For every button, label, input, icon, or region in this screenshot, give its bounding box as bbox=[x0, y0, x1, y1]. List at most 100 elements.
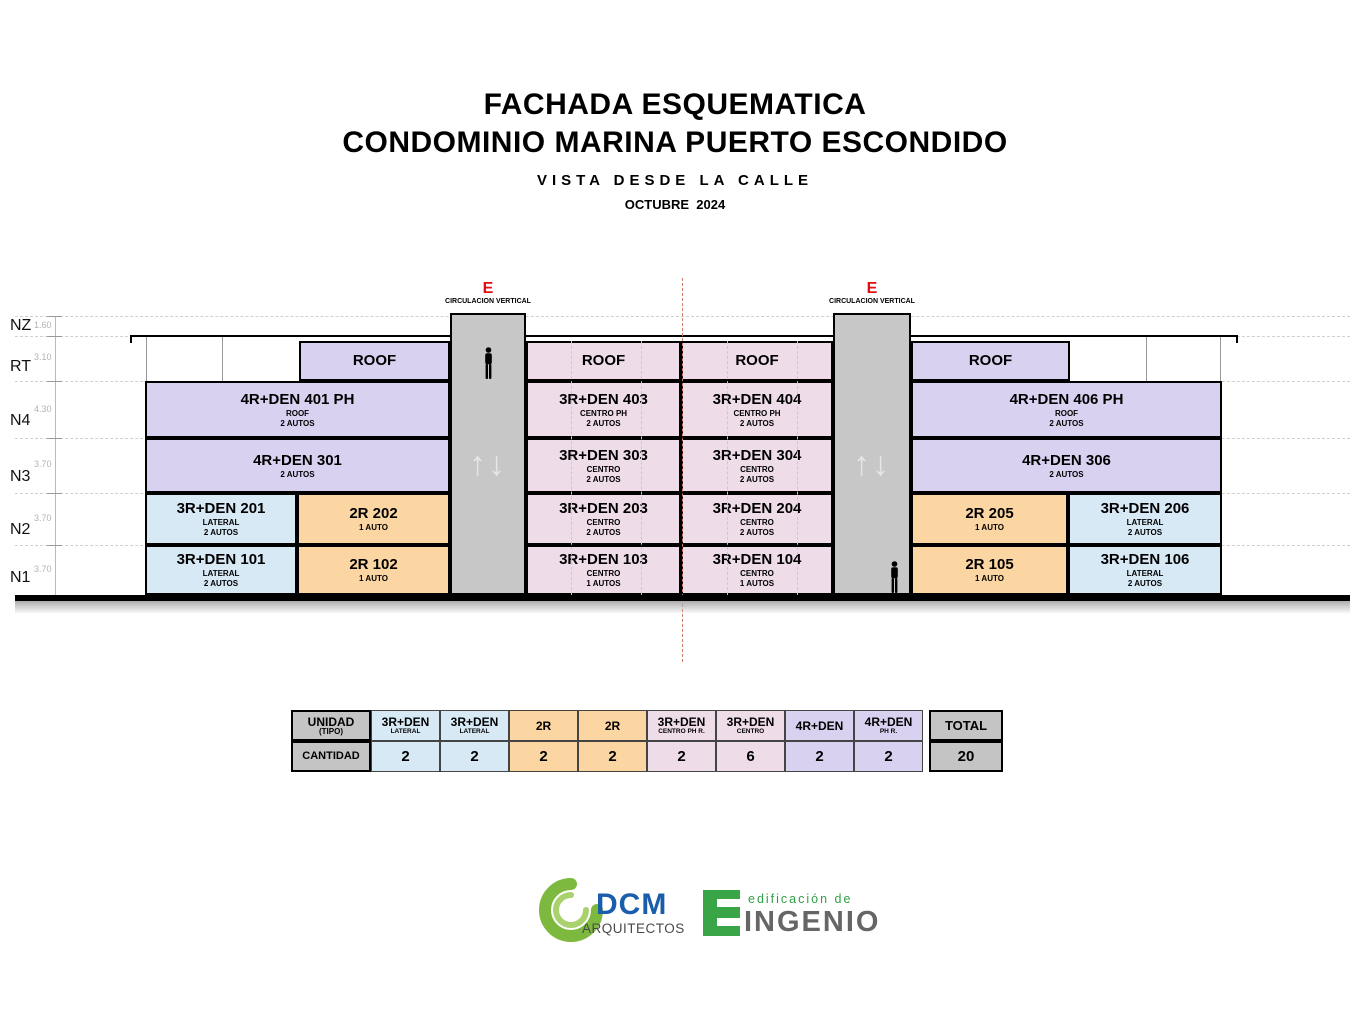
tower-2-head: E CIRCULACION VERTICAL bbox=[814, 281, 930, 306]
slab-end-tick bbox=[130, 335, 132, 343]
dcm-name: DCM bbox=[596, 888, 668, 921]
unit-name: 3R+DEN 304 bbox=[712, 446, 802, 464]
unit-sub: CENTRO bbox=[586, 464, 621, 474]
unit-sub: LATERAL bbox=[202, 569, 240, 578]
table-header-main: UNIDAD bbox=[307, 714, 355, 729]
unit-sub: 2 AUTOS bbox=[1127, 579, 1163, 588]
table-col-header-8: 4R+DEN PH R. bbox=[854, 710, 923, 741]
axis-tick bbox=[47, 336, 62, 337]
dimension-axis bbox=[55, 316, 56, 595]
unit-201: 3R+DEN 201 LATERAL 2 AUTOS bbox=[145, 493, 297, 545]
unit-sub: 2 AUTOS bbox=[739, 474, 775, 484]
roof-post bbox=[146, 337, 147, 381]
roof-post bbox=[1220, 337, 1221, 381]
ingenio-e-icon bbox=[703, 890, 740, 936]
table-col-header-4: 2R bbox=[578, 710, 647, 741]
unit-name: 3R+DEN 204 bbox=[712, 500, 802, 517]
table-col-header-6: 3R+DEN CENTRO bbox=[716, 710, 785, 741]
unit-sub: 2 AUTOS bbox=[586, 528, 621, 537]
unit-sub: 2 AUTOS bbox=[280, 418, 315, 428]
level-dim-n2: 3.70 bbox=[34, 513, 52, 523]
person-icon bbox=[891, 561, 898, 593]
unit-306: 4R+DEN 306 2 AUTOS bbox=[911, 438, 1222, 493]
elevator-label: E bbox=[482, 280, 494, 297]
level-dim-rt: 3.10 bbox=[34, 352, 52, 362]
unit-sub: CENTRO bbox=[586, 569, 621, 578]
unit-name: 4R+DEN 401 PH bbox=[240, 390, 355, 408]
unit-101: 3R+DEN 101 LATERAL 2 AUTOS bbox=[145, 545, 297, 595]
unit-name: 2R 202 bbox=[349, 505, 398, 522]
unit-301: 4R+DEN 301 2 AUTOS bbox=[145, 438, 450, 493]
roof-label: ROOF bbox=[735, 352, 779, 369]
slab-end-tick bbox=[1236, 335, 1238, 343]
level-line-nz bbox=[15, 316, 1350, 317]
table-header-total: TOTAL bbox=[929, 710, 1003, 741]
unit-sub: 2 AUTOS bbox=[1049, 469, 1084, 479]
unit-name: 3R+DEN 201 bbox=[176, 500, 266, 517]
col-main: 3R+DEN bbox=[381, 714, 430, 729]
unit-sub: 2 AUTOS bbox=[586, 418, 621, 428]
unit-name: 4R+DEN 406 PH bbox=[1009, 390, 1124, 408]
roof-center-right: ROOF bbox=[681, 341, 833, 381]
unit-sub: 2 AUTOS bbox=[1049, 418, 1084, 428]
unit-sub: ROOF bbox=[1054, 408, 1079, 418]
level-dim-n4: 4.30 bbox=[34, 404, 52, 414]
unit-104: 3R+DEN 104 CENTRO 1 AUTOS bbox=[681, 545, 833, 595]
unit-203: 3R+DEN 203 CENTRO 2 AUTOS bbox=[526, 493, 681, 545]
page-title: FACHADA ESQUEMATICA bbox=[483, 88, 867, 121]
roof-label: ROOF bbox=[968, 352, 1013, 369]
unit-sub: 2 AUTOS bbox=[203, 528, 239, 537]
axis-tick bbox=[47, 493, 62, 494]
unit-sub: 1 AUTOS bbox=[586, 579, 621, 588]
table-qty-6: 6 bbox=[716, 741, 785, 772]
unit-sub: 1 AUTO bbox=[359, 523, 388, 532]
unit-sub: CENTRO bbox=[740, 464, 774, 474]
level-dim-n3: 3.70 bbox=[34, 459, 52, 469]
table-qty-7: 2 bbox=[785, 741, 854, 772]
roof-label: ROOF bbox=[352, 352, 397, 369]
tower-1-head: E CIRCULACION VERTICAL bbox=[430, 281, 546, 306]
unit-sub: 1 AUTOS bbox=[739, 579, 775, 588]
level-dim-n1: 3.70 bbox=[34, 564, 52, 574]
table-qty-3: 2 bbox=[509, 741, 578, 772]
unit-304: 3R+DEN 304 CENTRO 2 AUTOS bbox=[681, 438, 833, 493]
unit-106: 3R+DEN 106 LATERAL 2 AUTOS bbox=[1068, 545, 1222, 595]
col-sub: PH R. bbox=[879, 727, 898, 735]
roof-right: ROOF bbox=[911, 341, 1070, 381]
unit-204: 3R+DEN 204 CENTRO 2 AUTOS bbox=[681, 493, 833, 545]
unit-sub: ROOF bbox=[285, 408, 310, 418]
dcm-swirl-icon bbox=[539, 878, 603, 942]
col-main: 3R+DEN bbox=[657, 714, 706, 729]
table-qty-4: 2 bbox=[578, 741, 647, 772]
unit-name: 3R+DEN 404 bbox=[712, 390, 802, 408]
unit-401: 4R+DEN 401 PH ROOF 2 AUTOS bbox=[145, 381, 450, 438]
unit-sub: 2 AUTOS bbox=[1127, 528, 1163, 537]
unit-103: 3R+DEN 103 CENTRO 1 AUTOS bbox=[526, 545, 681, 595]
col-main: 4R+DEN bbox=[864, 714, 913, 729]
col-main: 4R+DEN bbox=[795, 718, 844, 733]
axis-tick bbox=[47, 545, 62, 546]
level-dim-nz: 1.60 bbox=[34, 320, 52, 330]
col-sub: CENTRO PH R. bbox=[658, 727, 705, 735]
level-label-n2: N2 bbox=[10, 521, 31, 538]
table-col-header-2: 3R+DEN LATERAL bbox=[440, 710, 509, 741]
summary-table: UNIDAD (TIPO) 3R+DEN LATERAL 3R+DEN LATE… bbox=[291, 710, 1003, 772]
table-qty-5: 2 bbox=[647, 741, 716, 772]
unit-name: 3R+DEN 103 bbox=[559, 551, 648, 568]
col-main: 2R bbox=[604, 718, 621, 733]
circulation-tower-1 bbox=[450, 313, 526, 595]
axis-tick bbox=[47, 316, 62, 317]
axis-tick bbox=[47, 381, 62, 382]
unit-sub: CENTRO bbox=[740, 518, 774, 527]
unit-name: 2R 105 bbox=[965, 556, 1014, 573]
unit-sub: LATERAL bbox=[1126, 518, 1164, 527]
elevator-label: E bbox=[866, 280, 878, 297]
unit-105: 2R 105 1 AUTO bbox=[911, 545, 1068, 595]
unit-sub: 1 AUTO bbox=[359, 574, 388, 583]
table-row-cantidad: CANTIDAD bbox=[291, 741, 371, 772]
col-main: 3R+DEN bbox=[450, 714, 499, 729]
unit-name: 3R+DEN 206 bbox=[1100, 500, 1190, 517]
circulation-label: CIRCULACION VERTICAL bbox=[829, 298, 915, 305]
unit-name: 4R+DEN 306 bbox=[1022, 451, 1111, 469]
unit-name: 3R+DEN 106 bbox=[1100, 551, 1190, 568]
